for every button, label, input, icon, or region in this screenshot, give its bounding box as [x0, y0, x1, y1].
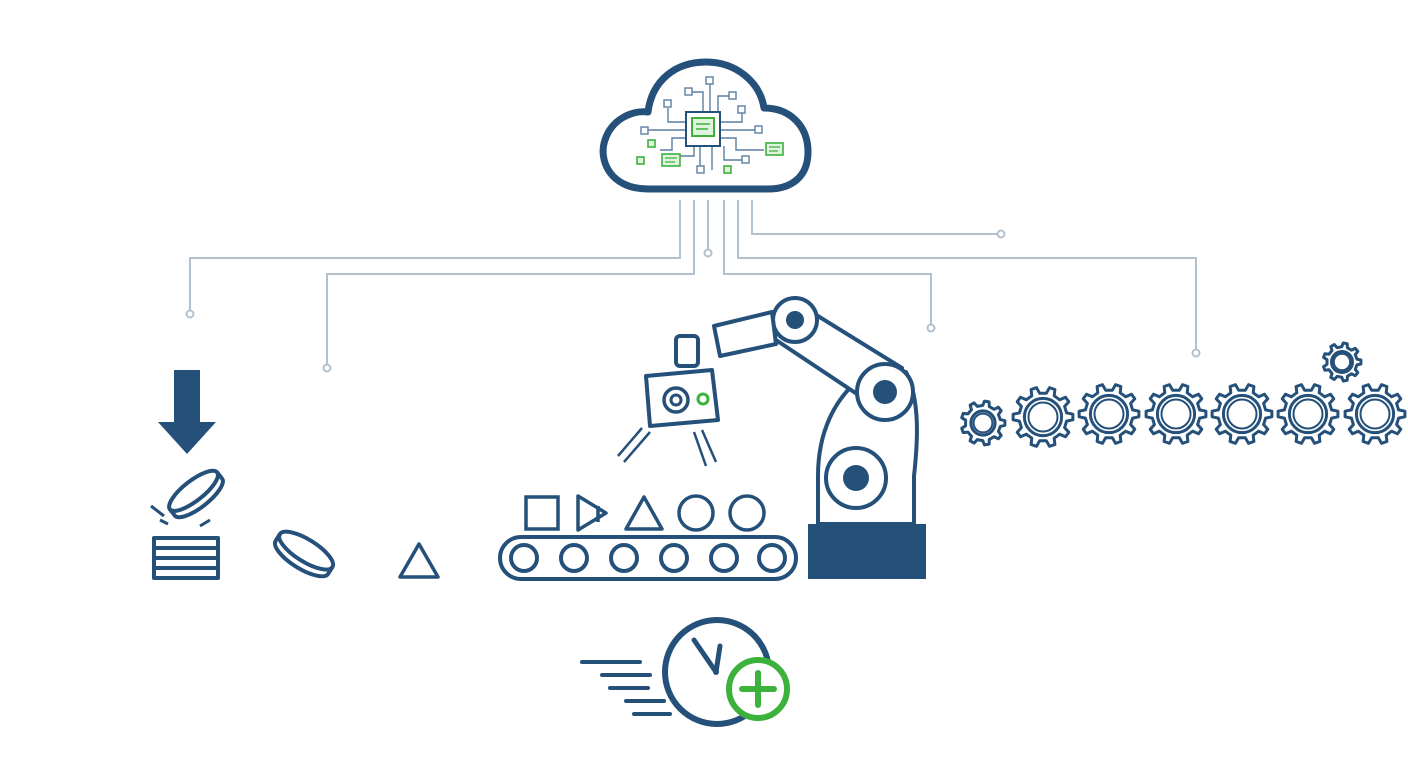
cloud-circuit-icon	[599, 58, 812, 193]
gear-hub	[1155, 393, 1197, 435]
connector-to-coins	[189, 200, 681, 312]
gear-hub-inner	[1292, 398, 1324, 430]
gear-hub	[1354, 393, 1396, 435]
robot-arm	[674, 296, 919, 526]
conveyor-belt-icon	[498, 535, 798, 581]
conveyor-items	[524, 494, 766, 532]
connector-to-coin	[326, 200, 695, 366]
connector-end-dot	[185, 309, 195, 319]
coin-stack-icon	[152, 536, 220, 580]
gear-hub	[1287, 393, 1329, 435]
circuit-traces	[648, 84, 764, 170]
coin-stack-drop-icon	[150, 370, 225, 580]
play-item-icon	[576, 494, 608, 532]
gear-hub-inner	[1093, 398, 1125, 430]
connector-to-robot	[723, 200, 932, 326]
triangle-item-icon	[624, 495, 664, 531]
gear-hub-inner	[1332, 352, 1352, 372]
connector-end-dot	[1191, 348, 1201, 358]
gear-chain-icon	[960, 341, 1407, 448]
robot-arm-conveyor-icon	[498, 296, 926, 581]
gear-hub	[1088, 393, 1130, 435]
gear-hub	[1221, 393, 1263, 435]
gear-hub-inner	[1027, 401, 1059, 433]
robot-joints	[786, 311, 897, 491]
square-item-icon	[524, 495, 560, 531]
connector-end-dot	[703, 248, 713, 258]
connector-end-dot	[322, 363, 332, 373]
gear-hub-inner	[1359, 398, 1391, 430]
robot-base	[808, 524, 926, 579]
green-modules	[636, 139, 784, 174]
connector-end-dot	[996, 229, 1006, 239]
gear-hub-inner	[972, 412, 994, 434]
impact-lines	[150, 504, 211, 528]
clock-center	[713, 669, 719, 675]
gear-hub-inner	[1226, 398, 1258, 430]
down-arrow-icon	[158, 370, 216, 454]
connector-upper-right	[751, 200, 998, 235]
circuit-nodes	[640, 76, 763, 174]
triangle-icon	[398, 542, 440, 579]
speed-lines	[580, 660, 672, 716]
processor-chip	[685, 111, 721, 147]
falling-coin-icon	[167, 468, 225, 520]
connector-to-gears	[737, 200, 1197, 350]
gear-hub	[1022, 396, 1064, 438]
plus-sign	[739, 670, 777, 708]
gear-hub-inner	[1160, 398, 1192, 430]
fast-clock-plus-icon	[580, 617, 790, 727]
circle-item-icon	[728, 494, 766, 532]
scan-beams	[617, 427, 718, 467]
circle-item-icon	[677, 494, 715, 532]
coin-icon	[273, 529, 336, 579]
connector-lines	[185, 200, 1201, 373]
connector-end-dot	[926, 323, 936, 333]
camera-head-icon	[644, 368, 720, 428]
